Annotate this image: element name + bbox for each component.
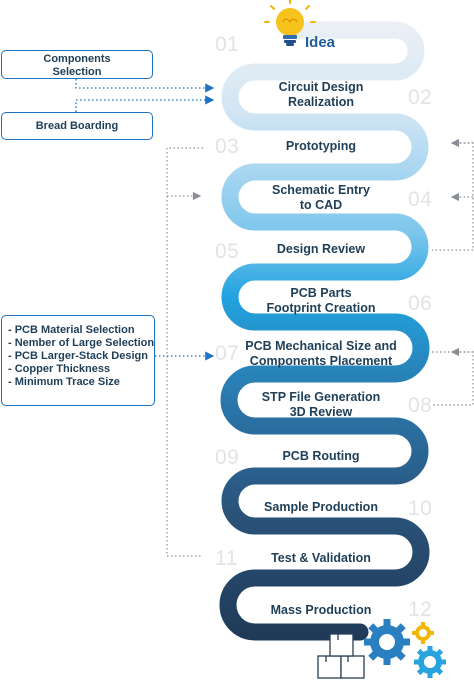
step-label-10: Sample Production (264, 500, 378, 514)
step-label-12: Mass Production (270, 603, 372, 617)
step-number-06: 06 (408, 292, 433, 315)
step-number-03: 03 (215, 135, 240, 158)
step-label-02: Circuit Design Realization (278, 80, 364, 109)
bread-boarding-box: Bread Boarding (1, 112, 153, 140)
boxes-icon (317, 633, 365, 679)
list-item: - PCB Larger-Stack Design (8, 350, 148, 362)
components-selection-box: Components Selection (1, 50, 153, 79)
step-number-12: 12 (408, 598, 433, 621)
step-number-02: 02 (408, 86, 433, 109)
step-number-05: 05 (215, 240, 240, 263)
idea-title: Idea (305, 34, 336, 51)
list-item: - Nember of Large Selection (8, 337, 155, 349)
right-bracket-connector (432, 138, 474, 406)
step-label-11: Test & Validation (271, 551, 371, 565)
list-item: - Copper Thickness (8, 363, 111, 375)
step-number-07: 07 (215, 342, 240, 365)
pcb-factors-list: - PCB Material Selection - Nember of Lar… (8, 324, 154, 389)
pcb-design-factors-box: - PCB Material Selection - Nember of Lar… (1, 315, 155, 406)
side-box-connectors (75, 79, 215, 361)
list-item: - PCB Material Selection (8, 324, 135, 336)
step-label-03: Prototyping (285, 139, 357, 153)
gears-icon (364, 619, 446, 678)
step-label-09: PCB Routing (282, 449, 360, 463)
step-number-08: 08 (408, 394, 433, 417)
step-number-01: 01 (215, 33, 240, 56)
step-label-07: PCB Mechanical Size and Components Place… (245, 339, 397, 368)
process-path (219, 21, 430, 641)
step-number-04: 04 (408, 188, 433, 211)
step-number-09: 09 (215, 446, 240, 469)
step-label-04: Schematic Entry to CAD (272, 183, 370, 212)
step-number-11: 11 (215, 547, 238, 570)
step-label-05: Design Review (276, 242, 366, 256)
left-bracket-connector (166, 147, 203, 557)
step-number-10: 10 (408, 497, 433, 520)
list-item: - Minimum Trace Size (8, 376, 120, 388)
step-label-08: STP File Generation 3D Review (261, 390, 381, 419)
step-label-06: PCB Parts Footprint Creation (266, 286, 376, 315)
lightbulb-icon (264, 0, 316, 46)
